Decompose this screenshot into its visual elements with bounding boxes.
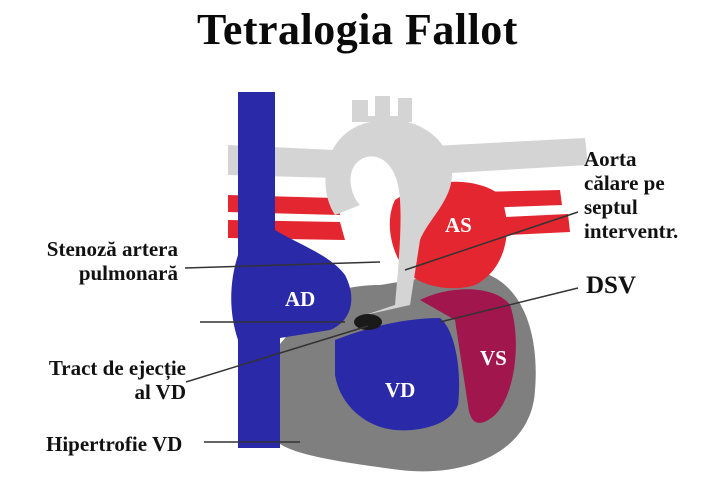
label-aorta-line2: călare pe (584, 171, 665, 195)
left-ventricle (420, 289, 516, 423)
label-aorta-line1: Aorta (584, 147, 637, 171)
label-aorta-line3: septul (584, 195, 638, 219)
diagram-title: Tetralogia Fallot (197, 5, 518, 54)
label-stenoza: Stenoză artera pulmonară (24, 237, 178, 285)
label-stenoza-line1: Stenoză artera (46, 237, 178, 261)
pulmonary-stenosis-valve (354, 314, 382, 330)
chamber-ad: AD (285, 287, 316, 311)
label-hipertrofie: Hipertrofie VD (46, 432, 183, 456)
pointer-dsv (439, 287, 579, 323)
label-tract-ejectie: Tract de ejecție al VD (26, 356, 186, 404)
label-tract-line2: al VD (134, 380, 186, 404)
aortic-arch-branches (352, 96, 412, 122)
chamber-vd: VD (385, 378, 416, 402)
label-aorta-line4: interventr. (584, 219, 679, 243)
chamber-vs: VS (480, 346, 507, 370)
label-stenoza-line2: pulmonară (78, 261, 178, 285)
pointer-stenoza (184, 261, 381, 269)
chamber-as: AS (445, 213, 472, 237)
label-dsv: DSV (586, 272, 637, 299)
label-aorta-calare: Aorta călare pe septul interventr. (584, 147, 678, 243)
label-tract-line1: Tract de ejecție (48, 356, 186, 380)
aorta (325, 119, 453, 316)
right-ventricle (335, 318, 460, 431)
pointer-aorta (404, 211, 579, 271)
pointer-tract (185, 325, 369, 383)
